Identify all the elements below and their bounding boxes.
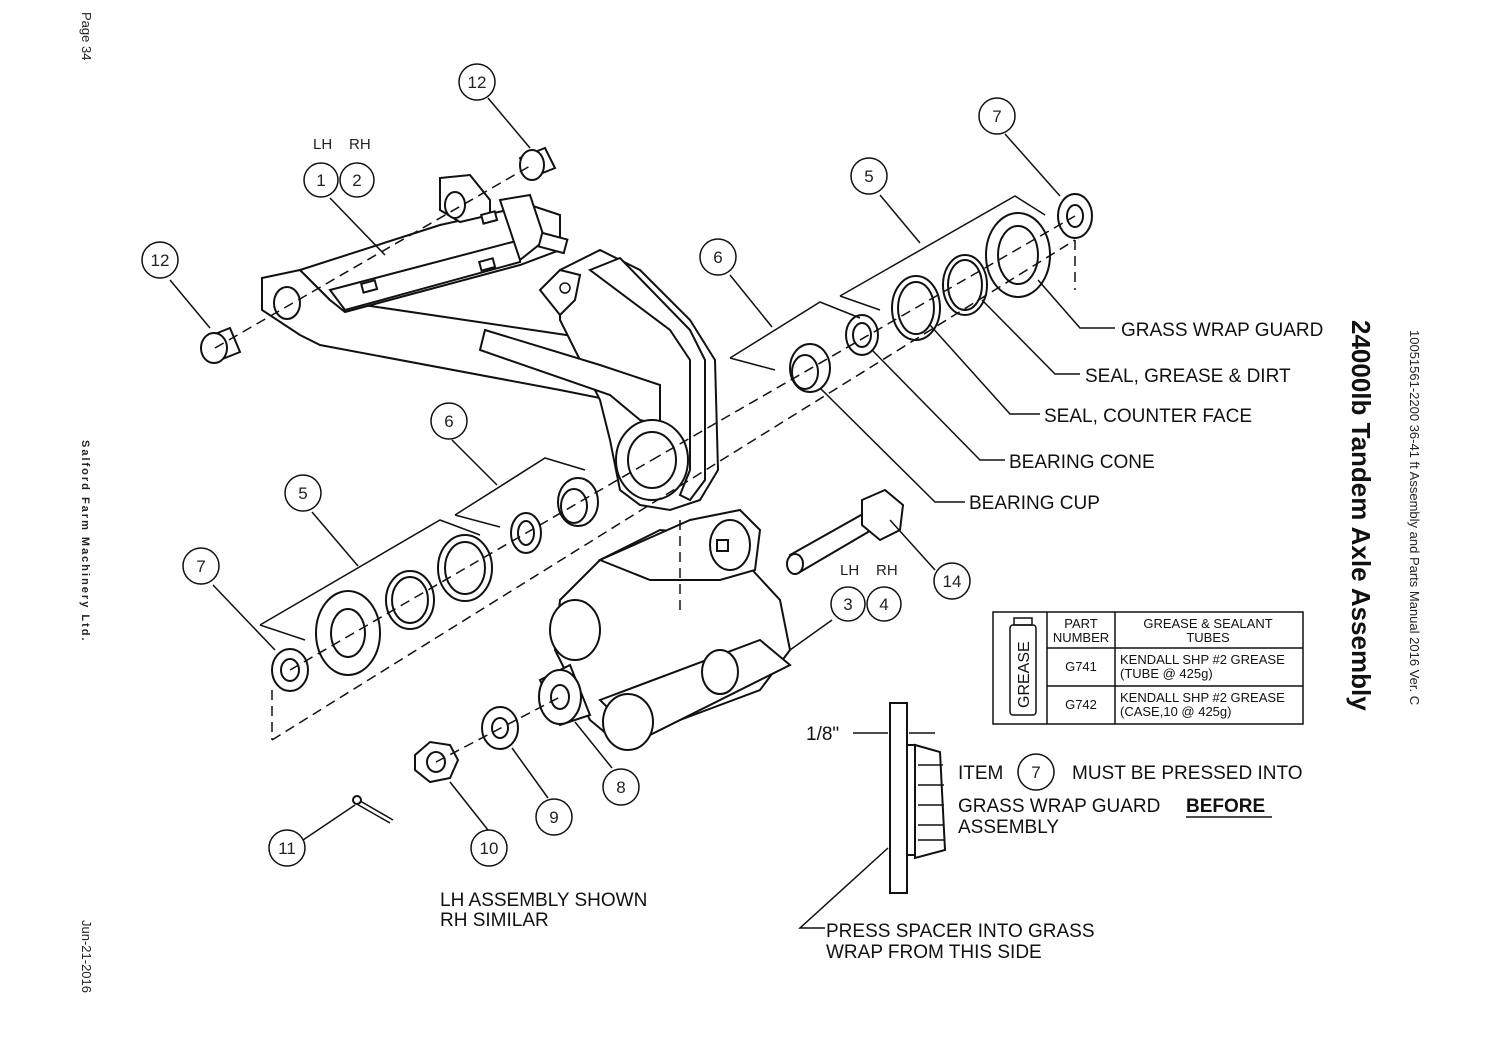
bubble-label: 1 bbox=[316, 171, 325, 190]
table-row-1-desc-1: KENDALL SHP #2 GREASE bbox=[1120, 652, 1285, 667]
bubble-label: 11 bbox=[278, 839, 296, 858]
bubble-10: 10 bbox=[470, 829, 508, 867]
note-must-pressed: MUST BE PRESSED INTO bbox=[1072, 763, 1303, 784]
lower-hub-stack bbox=[271, 477, 599, 692]
bubble-6-upper: 6 bbox=[699, 238, 737, 276]
leader-lines bbox=[169, 97, 1115, 841]
grease-tube-label: GREASE bbox=[1016, 641, 1033, 708]
bubble-6-lower: 6 bbox=[430, 402, 468, 440]
table-header-desc-1: GREASE & SEALANT bbox=[1143, 616, 1272, 631]
callout-bearing-cup: BEARING CUP bbox=[969, 493, 1100, 514]
bubble-label: 5 bbox=[864, 167, 873, 186]
bubble-5-upper: 5 bbox=[850, 157, 888, 195]
bubble-label: 10 bbox=[480, 839, 499, 858]
note-item-bubble bbox=[1017, 753, 1055, 791]
cotter-pin-11 bbox=[352, 795, 394, 824]
callout-seal-counter-face: SEAL, COUNTER FACE bbox=[1044, 406, 1252, 427]
bubble-label: 7 bbox=[196, 557, 205, 576]
bubble-11: 11 bbox=[268, 829, 306, 867]
table-row-1-part: G741 bbox=[1065, 659, 1097, 674]
rh-label-top: RH bbox=[349, 136, 371, 153]
press-note-line2: WRAP FROM THIS SIDE bbox=[826, 942, 1042, 963]
lh-label-top: LH bbox=[313, 136, 332, 153]
note-assembly: ASSEMBLY bbox=[958, 817, 1059, 838]
bubble-12-top: 12 bbox=[458, 63, 496, 101]
bubble-3: 3 bbox=[830, 586, 866, 622]
press-note-line1: PRESS SPACER INTO GRASS bbox=[826, 921, 1095, 942]
page-title: 24000lb Tandem Axle Assembly bbox=[1346, 320, 1376, 711]
bubble-label: 14 bbox=[943, 572, 962, 591]
bushing-12-top bbox=[518, 146, 557, 181]
note-grass-wrap-guard: GRASS WRAP GUARD bbox=[958, 796, 1160, 817]
bubble-label: 12 bbox=[151, 251, 170, 270]
bubble-14: 14 bbox=[933, 562, 971, 600]
note-item-bubble-label: 7 bbox=[1031, 763, 1040, 782]
manual-reference: 10051561-2200 36-41 ft Assembly and Part… bbox=[1407, 330, 1422, 705]
assembly-centerlines bbox=[214, 165, 1076, 763]
table-header-desc-2: TUBES bbox=[1186, 630, 1230, 645]
bubble-label: 2 bbox=[352, 171, 361, 190]
note-before: BEFORE bbox=[1186, 796, 1265, 817]
bubble-label: 6 bbox=[713, 248, 722, 267]
note-item-word: ITEM bbox=[958, 763, 1003, 784]
group-brackets bbox=[259, 195, 1046, 641]
table-header-number: NUMBER bbox=[1053, 630, 1109, 645]
bubble-label: 12 bbox=[468, 73, 487, 92]
bubble-label: 5 bbox=[298, 484, 307, 503]
axle-carrier bbox=[549, 508, 792, 751]
upper-hub-stack bbox=[789, 193, 1093, 393]
gap-dimension: 1/8" bbox=[806, 724, 839, 745]
callout-bearing-cone: BEARING CONE bbox=[1009, 452, 1155, 473]
lh-label-bottom: LH bbox=[840, 562, 859, 579]
table-row-1-desc-2: (TUBE @ 425g) bbox=[1120, 666, 1213, 681]
bushing-12-left bbox=[200, 326, 242, 364]
table-row-2-desc-1: KENDALL SHP #2 GREASE bbox=[1120, 690, 1285, 705]
spacer-detail-view bbox=[798, 702, 947, 929]
grease-table: GREASE PART NUMBER GREASE & SEALANT TUBE… bbox=[992, 611, 1304, 725]
bubble-1: 1 bbox=[303, 162, 339, 198]
bubble-label: 3 bbox=[843, 595, 852, 614]
lh-assembly-note-line1: LH ASSEMBLY SHOWN bbox=[440, 890, 647, 911]
pivot-pin-14 bbox=[786, 488, 905, 575]
table-header-part: PART bbox=[1064, 616, 1098, 631]
bubble-label: 8 bbox=[616, 778, 625, 797]
callout-seal-grease-dirt: SEAL, GREASE & DIRT bbox=[1085, 366, 1291, 387]
bubble-label: 6 bbox=[444, 412, 453, 431]
spacer-8 bbox=[538, 663, 592, 727]
bubble-9: 9 bbox=[535, 798, 573, 836]
bubble-12-left: 12 bbox=[141, 241, 179, 279]
bubble-7-upper: 7 bbox=[978, 97, 1016, 135]
rh-label-bottom: RH bbox=[876, 562, 898, 579]
bubble-label: 7 bbox=[992, 107, 1001, 126]
callout-grass-wrap-guard: GRASS WRAP GUARD bbox=[1121, 320, 1323, 341]
page-number: Page 34 bbox=[79, 12, 94, 60]
bubble-4: 4 bbox=[866, 586, 902, 622]
company-name: Salford Farm Machinery Ltd. bbox=[79, 440, 91, 643]
bubble-7-lower: 7 bbox=[182, 547, 220, 585]
walking-beam-frame bbox=[261, 173, 720, 512]
bubble-label: 9 bbox=[549, 808, 558, 827]
table-row-2-desc-2: (CASE,10 @ 425g) bbox=[1120, 704, 1231, 719]
lh-assembly-note-line2: RH SIMILAR bbox=[440, 910, 549, 931]
issue-date: Jun-21-2016 bbox=[79, 920, 94, 993]
bubble-5-lower: 5 bbox=[284, 474, 322, 512]
item-bubbles: 1 2 12 12 7 5 6 6 5 7 14 3 4 8 9 10 11 bbox=[141, 63, 1016, 867]
bubble-2: 2 bbox=[339, 162, 375, 198]
bubble-8: 8 bbox=[602, 768, 640, 806]
table-row-2-part: G742 bbox=[1065, 697, 1097, 712]
bubble-label: 4 bbox=[879, 595, 888, 614]
